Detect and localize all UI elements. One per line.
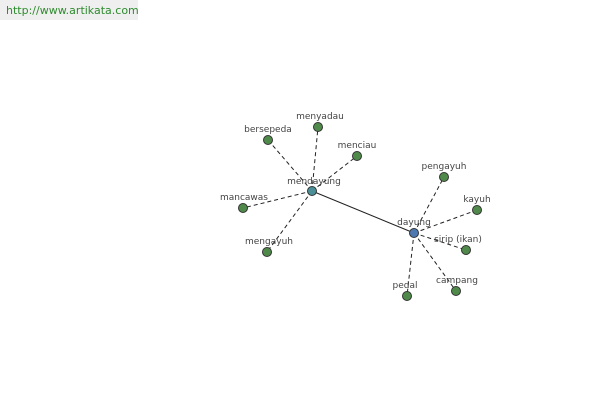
node-kayuh[interactable]: kayuh	[463, 195, 491, 215]
node-sirip-label: sirip (ikan)	[434, 235, 482, 245]
edge-dayung-pengayuh	[413, 176, 445, 234]
node-dayung[interactable]: dayung	[397, 218, 431, 238]
node-pengayuh-dot[interactable]	[439, 172, 449, 182]
node-mancawas-label: mancawas	[220, 193, 268, 203]
node-menciau-label: menciau	[338, 141, 377, 151]
node-bersepeda-dot[interactable]	[263, 135, 273, 145]
edge-mendayung-mengayuh	[266, 190, 313, 253]
node-mendayung-dot[interactable]	[307, 186, 317, 196]
node-campang-dot[interactable]	[451, 286, 461, 296]
node-sirip[interactable]: sirip (ikan)	[434, 235, 482, 255]
edge-mendayung-mancawas	[242, 190, 313, 209]
edge-dayung-pedal	[406, 232, 415, 297]
edge-mendayung-menyadau	[311, 126, 319, 192]
nodes-layer: dayung mendayung bersepeda menyadau menciau m…	[220, 112, 491, 301]
node-menyadau-dot[interactable]	[313, 122, 323, 132]
node-mengayuh[interactable]: mengayuh	[245, 237, 293, 257]
node-mancawas-dot[interactable]	[238, 203, 248, 213]
node-pedal-label: pedal	[393, 281, 418, 291]
edge-dayung-campang	[413, 232, 457, 292]
node-pengayuh-label: pengayuh	[422, 162, 467, 172]
node-bersepeda-label: bersepeda	[244, 125, 292, 135]
node-bersepeda[interactable]: bersepeda	[244, 125, 292, 145]
node-kayuh-label: kayuh	[463, 195, 490, 205]
edge-mendayung-menciau	[311, 155, 358, 192]
node-mendayung-label: mendayung	[287, 177, 341, 187]
node-menyadau-label: menyadau	[296, 112, 344, 122]
node-mancawas[interactable]: mancawas	[220, 193, 268, 213]
node-kayuh-dot[interactable]	[472, 205, 482, 215]
site-url-banner[interactable]: http://www.artikata.com	[0, 0, 139, 20]
node-pedal-dot[interactable]	[402, 291, 412, 301]
node-pengayuh[interactable]: pengayuh	[422, 162, 467, 182]
node-dayung-label: dayung	[397, 218, 431, 228]
node-campang[interactable]: campang	[436, 276, 478, 296]
node-sirip-dot[interactable]	[461, 245, 471, 255]
edges-layer	[242, 126, 478, 297]
node-menciau[interactable]: menciau	[338, 141, 377, 161]
node-mengayuh-dot[interactable]	[262, 247, 272, 257]
node-campang-label: campang	[436, 276, 478, 286]
node-mendayung[interactable]: mendayung	[287, 177, 341, 196]
node-menciau-dot[interactable]	[352, 151, 362, 161]
edge-mendayung-bersepeda	[267, 139, 313, 192]
node-menyadau[interactable]: menyadau	[296, 112, 344, 132]
node-mengayuh-label: mengayuh	[245, 237, 293, 247]
edge-dayung-sirip	[413, 232, 467, 251]
node-pedal[interactable]: pedal	[393, 281, 418, 301]
edge-dayung-mendayung	[311, 190, 415, 234]
node-dayung-dot[interactable]	[409, 228, 419, 238]
